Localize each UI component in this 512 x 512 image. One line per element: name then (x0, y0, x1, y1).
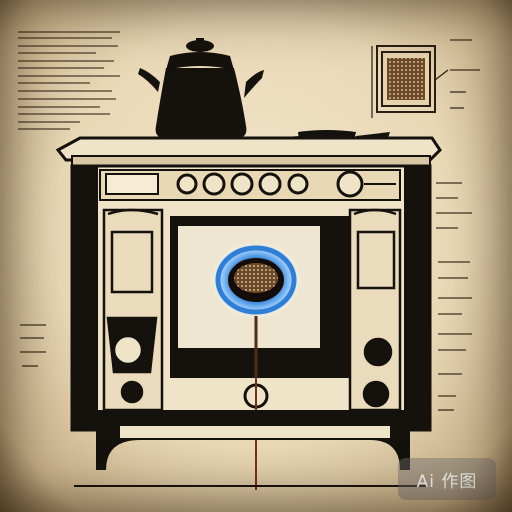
watermark-text: Ai 作图 (416, 471, 478, 492)
stove-top (55, 136, 442, 169)
stove-base (74, 410, 428, 487)
kettle (138, 38, 264, 146)
inset-detail-diagram (371, 45, 449, 118)
watermark-badge: Ai 作图 (398, 458, 496, 500)
right-cabinet (348, 208, 402, 412)
burner-flame (212, 242, 300, 378)
annotation-block-right (436, 39, 480, 411)
control-panel (99, 169, 401, 201)
control-knobs (176, 170, 364, 198)
annotation-block-left (20, 324, 46, 367)
annotation-block-top-left (18, 31, 120, 130)
left-cabinet (102, 208, 164, 412)
